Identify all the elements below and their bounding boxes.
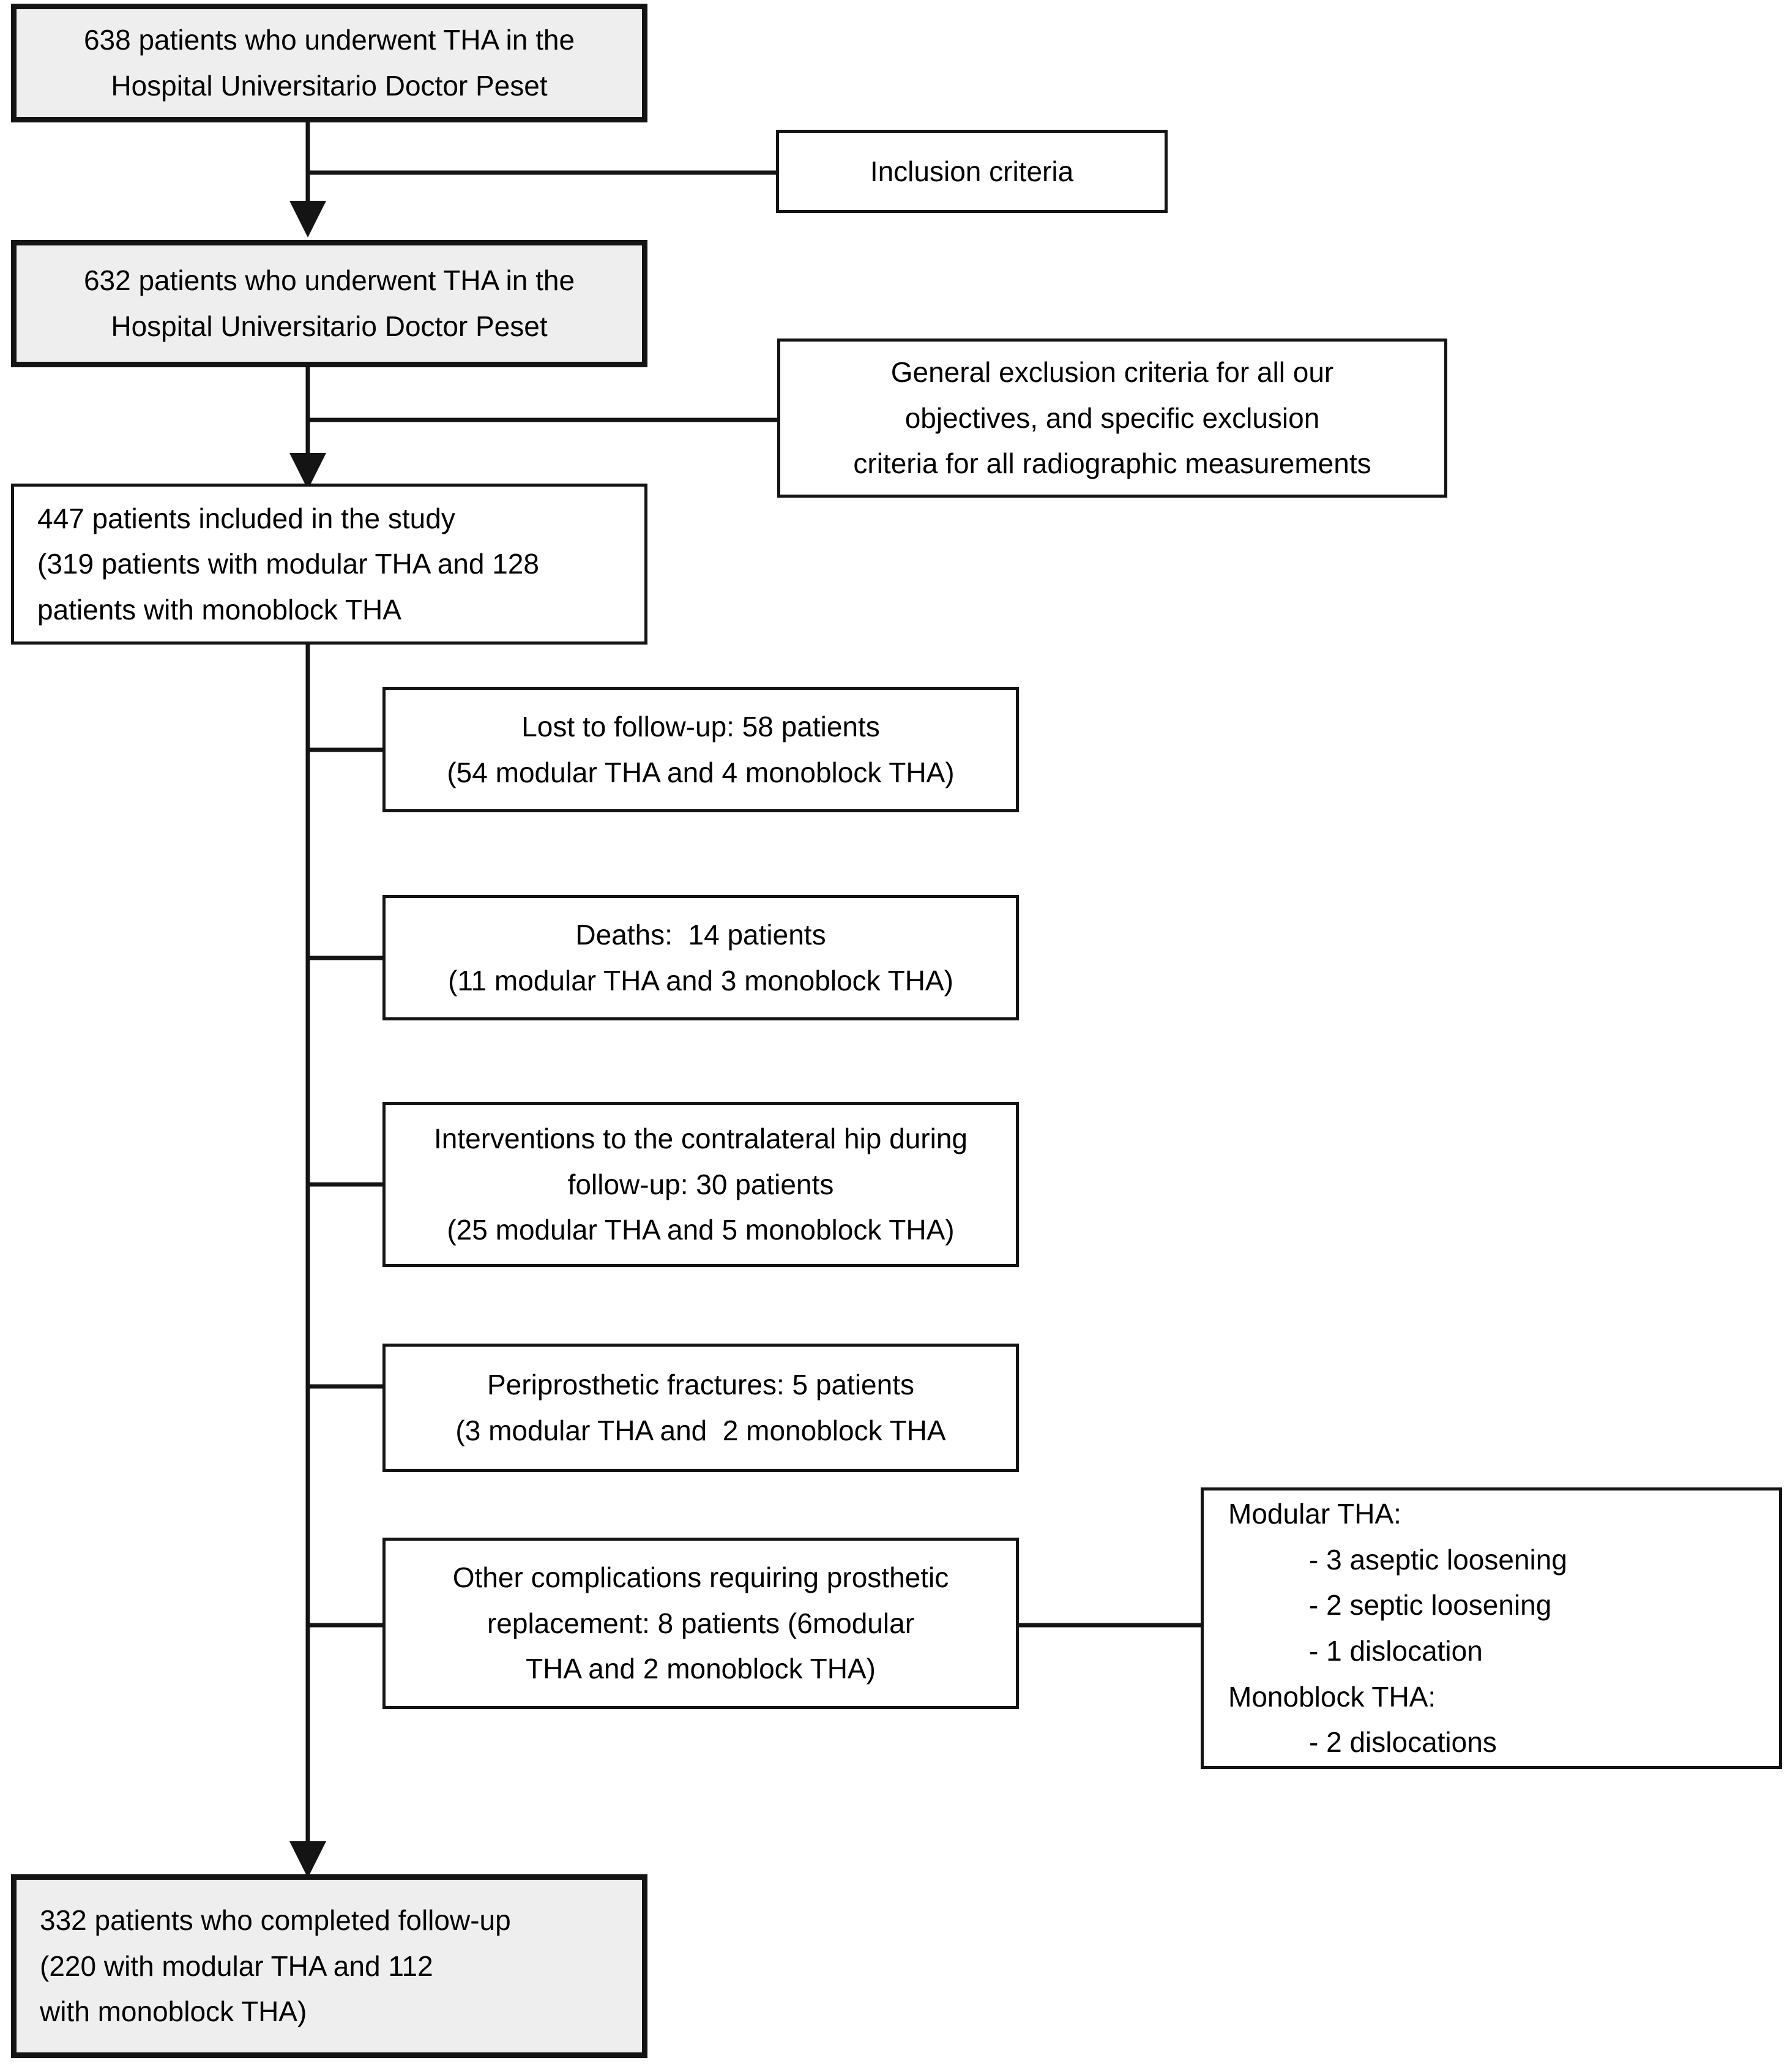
node-contralateral-interventions-line-2: follow-up: 30 patients	[567, 1168, 834, 1200]
node-exclusion-criteria-line-2: objectives, and specific exclusion	[904, 402, 1320, 434]
node-other-complications: Other complications requiring prosthetic…	[382, 1538, 1019, 1709]
node-included-in-study-line-3: patients with monoblock THA	[37, 593, 401, 626]
node-periprosthetic-fractures-line-1: Periprosthetic fractures: 5 patients	[487, 1369, 914, 1401]
node-cohort-initial-line-1: 638 patients who underwent THA in the	[83, 24, 575, 56]
node-cohort-initial: 638 patients who underwent THA in the Ho…	[11, 4, 647, 122]
detail-modular-item-1: - 3 aseptic loosening	[1309, 1543, 1567, 1576]
node-exclusion-criteria: General exclusion criteria for all our o…	[777, 338, 1447, 498]
node-exclusion-criteria-line-3: criteria for all radiographic measuremen…	[853, 447, 1371, 480]
detail-modular-item-2: - 2 septic loosening	[1309, 1589, 1552, 1621]
arrowhead-to-cohort2	[289, 201, 326, 237]
node-inclusion-criteria-line-1: Inclusion criteria	[870, 155, 1074, 187]
node-other-complications-line-1: Other complications requiring prosthetic	[452, 1561, 949, 1594]
node-periprosthetic-fractures-line-2: (3 modular THA and 2 monoblock THA	[455, 1415, 946, 1446]
detail-heading-monoblock: Monoblock THA:	[1228, 1680, 1436, 1713]
node-included-in-study-line-1: 447 patients included in the study	[37, 502, 455, 534]
node-deaths: Deaths: 14 patients (11 modular THA and …	[382, 895, 1019, 1020]
node-other-complications-line-3: THA and 2 monoblock THA)	[526, 1653, 876, 1685]
node-deaths-line-1: Deaths: 14 patients	[575, 918, 826, 951]
detail-heading-modular: Modular THA:	[1228, 1498, 1401, 1530]
node-lost-to-followup: Lost to follow-up: 58 patients (54 modul…	[382, 687, 1019, 812]
node-included-in-study: 447 patients included in the study (319 …	[11, 484, 647, 645]
node-completed-followup-line-1: 332 patients who completed follow-up	[40, 1904, 511, 1937]
node-cohort-after-inclusion-line-2: Hospital Universitario Doctor Peset	[111, 310, 548, 342]
node-contralateral-interventions-line-1: Interventions to the contralateral hip d…	[434, 1123, 968, 1155]
node-other-complications-line-2: replacement: 8 patients (6modular	[487, 1607, 915, 1639]
node-completed-followup: 332 patients who completed follow-up (22…	[11, 1874, 647, 2058]
node-cohort-after-inclusion: 632 patients who underwent THA in the Ho…	[11, 240, 647, 367]
arrowhead-to-completed	[289, 1841, 326, 1878]
node-complication-detail: Modular THA: - 3 aseptic loosening - 2 s…	[1201, 1487, 1782, 1769]
node-completed-followup-line-3: with monoblock THA)	[40, 1995, 307, 2028]
node-completed-followup-line-2: (220 with modular THA and 112	[40, 1950, 433, 1982]
node-lost-to-followup-line-2: (54 modular THA and 4 monoblock THA)	[447, 756, 955, 788]
node-contralateral-interventions: Interventions to the contralateral hip d…	[382, 1102, 1019, 1267]
node-cohort-initial-line-2: Hospital Universitario Doctor Peset	[111, 70, 548, 102]
node-periprosthetic-fractures: Periprosthetic fractures: 5 patients (3 …	[382, 1344, 1019, 1472]
node-included-in-study-line-2: (319 patients with modular THA and 128	[37, 548, 539, 580]
node-deaths-line-2: (11 modular THA and 3 monoblock THA)	[448, 964, 953, 997]
node-exclusion-criteria-line-1: General exclusion criteria for all our	[890, 356, 1334, 389]
node-cohort-after-inclusion-line-1: 632 patients who underwent THA in the	[83, 264, 575, 297]
detail-monoblock-item-1: - 2 dislocations	[1309, 1726, 1497, 1759]
detail-modular-item-3: - 1 dislocation	[1309, 1635, 1483, 1667]
node-lost-to-followup-line-1: Lost to follow-up: 58 patients	[521, 710, 880, 742]
node-contralateral-interventions-line-3: (25 modular THA and 5 monoblock THA)	[447, 1214, 955, 1246]
node-inclusion-criteria: Inclusion criteria	[776, 130, 1168, 213]
